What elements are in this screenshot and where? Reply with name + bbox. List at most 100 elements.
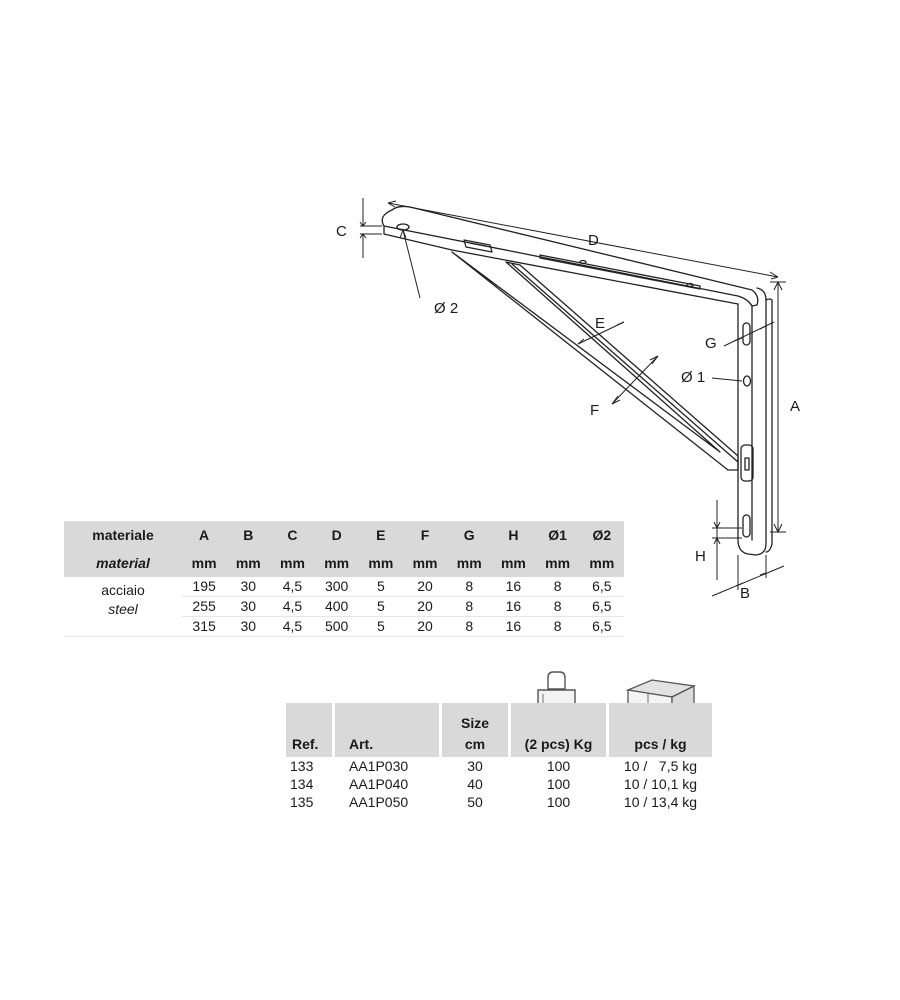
label-H: H bbox=[695, 548, 706, 565]
label-C: C bbox=[336, 223, 347, 240]
table-cell: 500 bbox=[314, 616, 359, 637]
table-cell: 16 bbox=[491, 577, 536, 597]
label-F: F bbox=[590, 402, 599, 419]
col-header-D: D bbox=[331, 527, 342, 543]
bracket-diagonal-brace bbox=[451, 251, 739, 471]
art-cell: AA1P030 bbox=[349, 758, 409, 774]
col-header-A: A bbox=[199, 527, 210, 543]
table-cell: 5 bbox=[358, 596, 403, 617]
label-B: B bbox=[740, 585, 750, 602]
art-cell: AA1P040 bbox=[349, 776, 409, 792]
col-header-C: C bbox=[287, 527, 298, 543]
label-G: G bbox=[705, 335, 717, 352]
load-cell: 100 bbox=[546, 794, 571, 810]
table-row: 315 30 4,5 500 5 20 8 16 8 6,5 bbox=[64, 616, 624, 637]
col-header-G: G bbox=[463, 527, 475, 543]
table-cell: 5 bbox=[358, 577, 403, 597]
size-cell: 40 bbox=[467, 776, 483, 792]
art-cell: AA1P050 bbox=[349, 794, 409, 810]
order-header-row-top: Size bbox=[286, 703, 712, 731]
table-cell: 315 bbox=[182, 616, 227, 637]
ref-header: Ref. bbox=[292, 736, 319, 752]
table-cell: 30 bbox=[226, 596, 271, 617]
pack-header: pcs / kg bbox=[634, 736, 687, 752]
table-cell: 4,5 bbox=[270, 616, 315, 637]
label-d2: Ø 2 bbox=[434, 300, 458, 317]
table-cell: 16 bbox=[491, 596, 536, 617]
unit-cell: mm bbox=[235, 555, 261, 571]
pack-cell: 10 / 13,4 kg bbox=[623, 794, 698, 810]
box-icon bbox=[625, 679, 697, 736]
order-header-row: Ref. Art. cm (2 pcs) Kg pcs / kg bbox=[286, 731, 712, 757]
table-cell: 5 bbox=[358, 616, 403, 637]
col-header-H: H bbox=[508, 527, 519, 543]
material-cell: acciaio steel bbox=[64, 577, 182, 637]
table-cell: 8 bbox=[535, 577, 580, 597]
table-cell: 8 bbox=[447, 577, 492, 597]
spec-table: materiale A B C D E F G H Ø1 Ø2 material… bbox=[64, 521, 624, 637]
pack-cell: 10 / 7,5 kg bbox=[623, 758, 698, 774]
weight-icon bbox=[537, 671, 576, 733]
unit-cell: mm bbox=[324, 555, 350, 571]
size-cell: 30 bbox=[467, 758, 483, 774]
table-cell: 4,5 bbox=[270, 596, 315, 617]
table-cell: 6,5 bbox=[579, 616, 624, 637]
unit-cell: mm bbox=[191, 555, 217, 571]
ref-cell: 133 bbox=[290, 758, 314, 774]
table-cell: 8 bbox=[447, 616, 492, 637]
table-cell: 6,5 bbox=[579, 596, 624, 617]
label-E: E bbox=[595, 315, 605, 332]
table-cell: 4,5 bbox=[270, 577, 315, 597]
table-cell: 6,5 bbox=[579, 577, 624, 597]
label-d1: Ø 1 bbox=[681, 369, 705, 386]
table-cell: 8 bbox=[447, 596, 492, 617]
material-it: acciaio bbox=[101, 582, 145, 598]
table-row: 135 AA1P050 50 100 10 / 13,4 kg bbox=[286, 793, 712, 811]
load-header: (2 pcs) Kg bbox=[524, 736, 593, 752]
table-cell: 255 bbox=[182, 596, 227, 617]
material-en: steel bbox=[108, 601, 138, 617]
unit-cell: mm bbox=[545, 555, 571, 571]
table-cell: 20 bbox=[402, 577, 448, 597]
art-header: Art. bbox=[349, 736, 374, 752]
table-cell: 300 bbox=[314, 577, 359, 597]
col-header-d1: Ø1 bbox=[548, 527, 567, 543]
table-cell: 16 bbox=[491, 616, 536, 637]
load-cell: 100 bbox=[546, 758, 571, 774]
order-table: Size Ref. Art. cm (2 pcs) Kg pcs / kg 13… bbox=[286, 703, 712, 811]
table-cell: 20 bbox=[402, 616, 448, 637]
col-header-F: F bbox=[420, 527, 430, 543]
table-row: 255 30 4,5 400 5 20 8 16 8 6,5 bbox=[64, 596, 624, 617]
unit-cell: mm bbox=[368, 555, 394, 571]
table-row: 133 AA1P030 30 100 10 / 7,5 kg bbox=[286, 757, 712, 775]
table-cell: 195 bbox=[182, 577, 227, 597]
bracket-top-arm bbox=[381, 205, 759, 307]
label-D: D bbox=[588, 232, 599, 249]
unit-cell: mm bbox=[500, 555, 526, 571]
unit-cell: mm bbox=[589, 555, 615, 571]
table-cell: 30 bbox=[226, 616, 271, 637]
col-header-E: E bbox=[376, 527, 386, 543]
ref-cell: 134 bbox=[290, 776, 314, 792]
ref-cell: 135 bbox=[290, 794, 314, 810]
pack-cell: 10 / 10,1 kg bbox=[623, 776, 698, 792]
table-cell: 30 bbox=[226, 577, 271, 597]
load-cell: 100 bbox=[546, 776, 571, 792]
table-row: 134 AA1P040 40 100 10 / 10,1 kg bbox=[286, 775, 712, 793]
spec-unit-row: material mm mm mm mm mm mm mm mm mm mm bbox=[64, 549, 624, 577]
spec-header-row: materiale A B C D E F G H Ø1 Ø2 bbox=[64, 521, 624, 549]
size-cell: 50 bbox=[467, 794, 483, 810]
unit-cell: mm bbox=[456, 555, 482, 571]
table-row: acciaio steel 195 30 4,5 300 5 20 8 16 8… bbox=[64, 577, 624, 637]
col-header-d2: Ø2 bbox=[592, 527, 612, 543]
table-cell: 8 bbox=[535, 596, 580, 617]
col-header-B: B bbox=[243, 527, 254, 543]
material-header-en: material bbox=[96, 555, 150, 571]
material-header: materiale bbox=[92, 527, 154, 543]
table-cell: 8 bbox=[535, 616, 580, 637]
size-unit-header: cm bbox=[464, 736, 486, 752]
table-cell: 20 bbox=[402, 596, 448, 617]
unit-cell: mm bbox=[412, 555, 438, 571]
label-A: A bbox=[790, 398, 800, 415]
